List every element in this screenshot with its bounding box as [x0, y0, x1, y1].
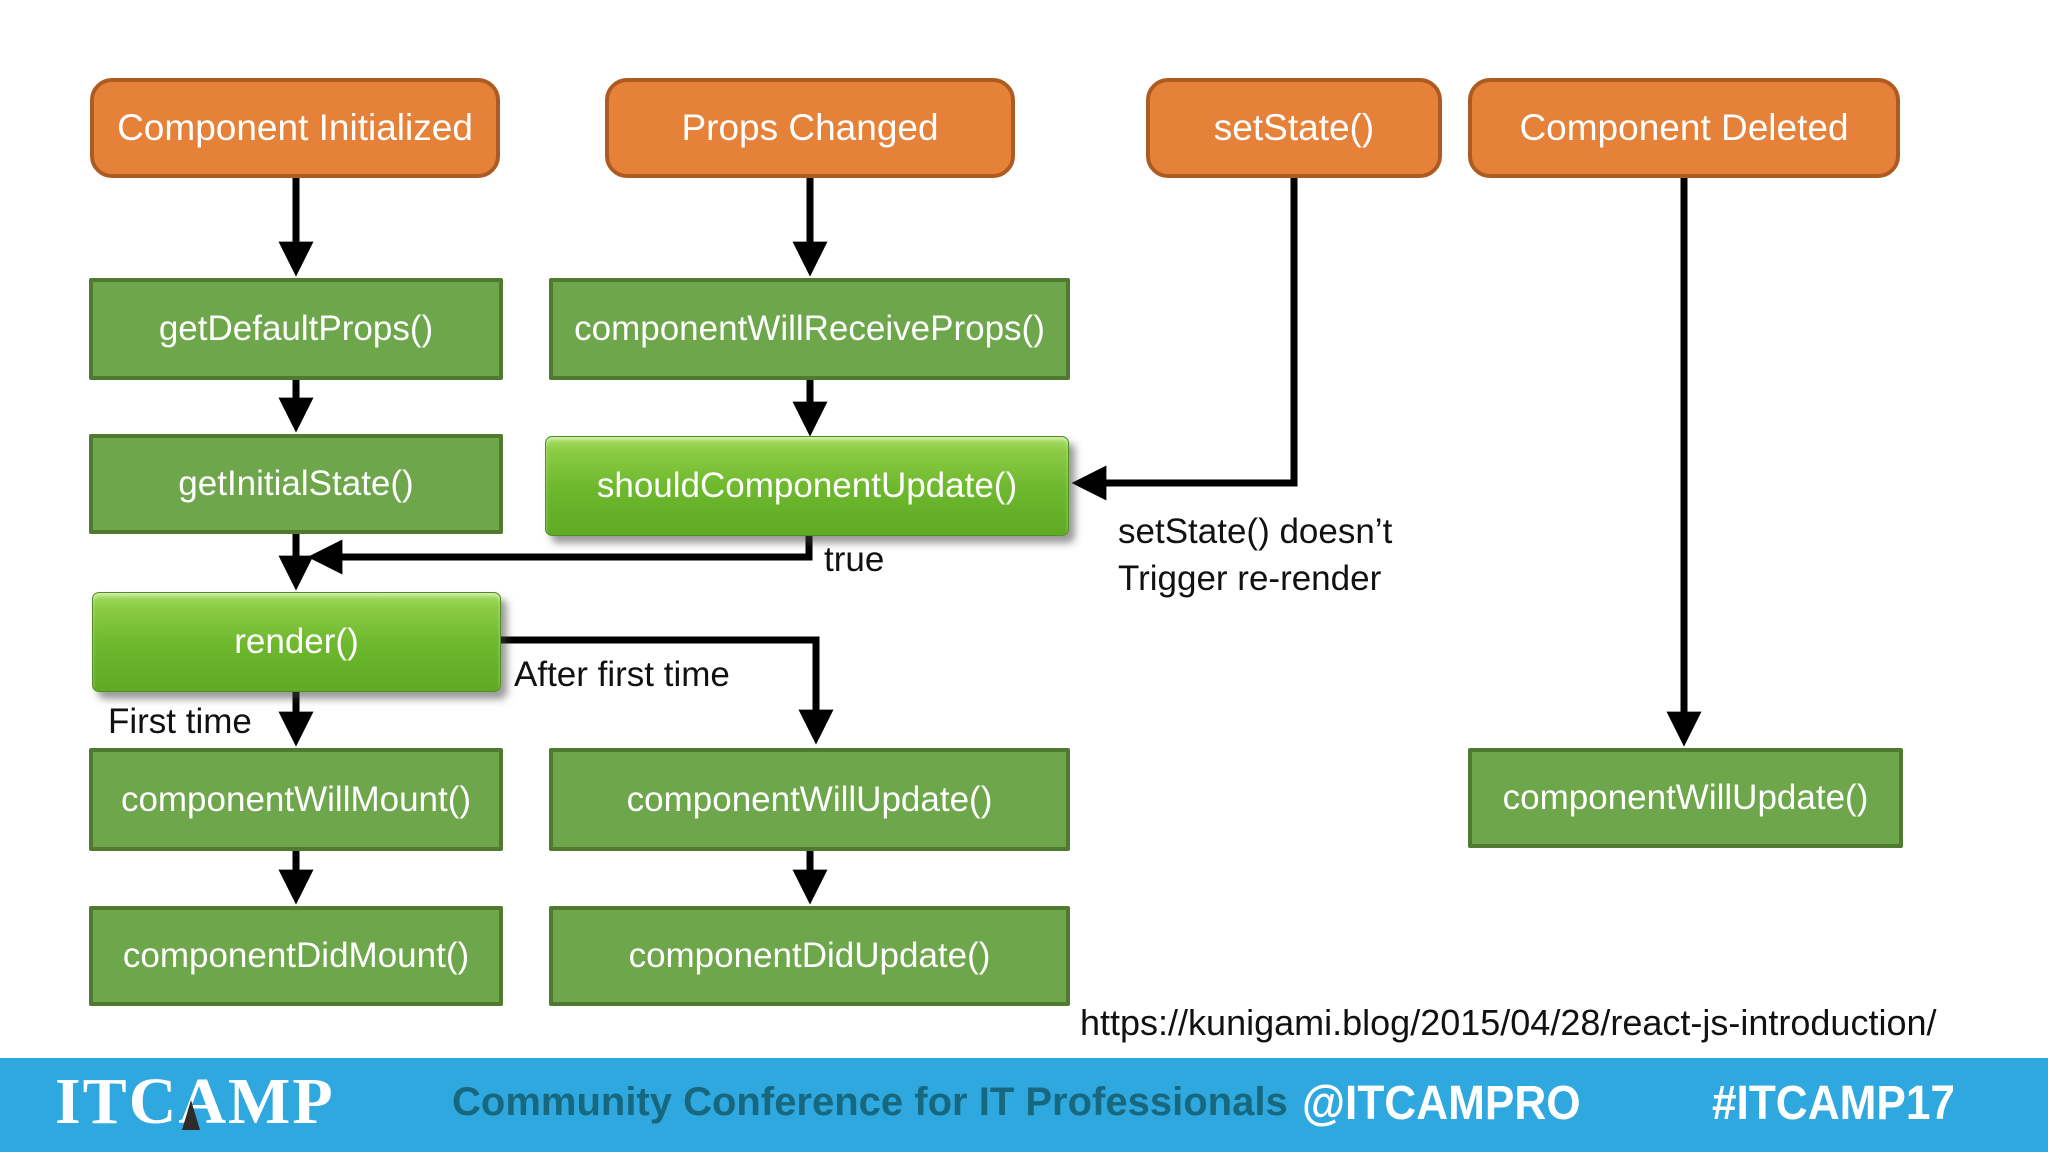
label-first-time: First time — [108, 702, 252, 741]
tent-triangle-icon — [182, 1100, 201, 1130]
node-props-changed: Props Changed — [605, 78, 1015, 178]
node-unmount-component-will-update: componentWillUpdate() — [1468, 748, 1903, 848]
node-component-will-mount: componentWillMount() — [89, 748, 503, 851]
set-state-note-line1: setState() doesn’t — [1118, 512, 1393, 551]
node-component-will-receive-props: componentWillReceiveProps() — [549, 278, 1070, 380]
footer-hashtag: #ITCAMP17 — [1712, 1077, 1955, 1130]
logo-text-prefix: ITC — [55, 1065, 179, 1138]
label-true-branch: true — [824, 540, 885, 579]
node-set-state: setState() — [1146, 78, 1442, 178]
node-component-did-mount: componentDidMount() — [89, 906, 503, 1006]
label-set-state-note: setState() doesn’t Trigger re-render — [1118, 508, 1392, 603]
node-component-did-update: componentDidUpdate() — [549, 906, 1070, 1006]
node-get-default-props: getDefaultProps() — [89, 278, 503, 380]
node-component-will-update: componentWillUpdate() — [549, 748, 1070, 851]
label-after-first-time: After first time — [514, 655, 730, 694]
node-render: render() — [92, 592, 501, 692]
node-component-initialized: Component Initialized — [90, 78, 500, 178]
footer-tagline: Community Conference for IT Professional… — [452, 1080, 1288, 1124]
logo-text-suffix: MP — [228, 1065, 335, 1138]
node-should-component-update: shouldComponentUpdate() — [545, 436, 1069, 536]
node-get-initial-state: getInitialState() — [89, 434, 503, 534]
node-component-deleted: Component Deleted — [1468, 78, 1900, 178]
source-url: https://kunigami.blog/2015/04/28/react-j… — [1080, 1002, 1937, 1043]
set-state-note-line2: Trigger re-render — [1118, 559, 1382, 599]
footer-twitter-handle: @ITCAMPRO — [1302, 1077, 1581, 1130]
